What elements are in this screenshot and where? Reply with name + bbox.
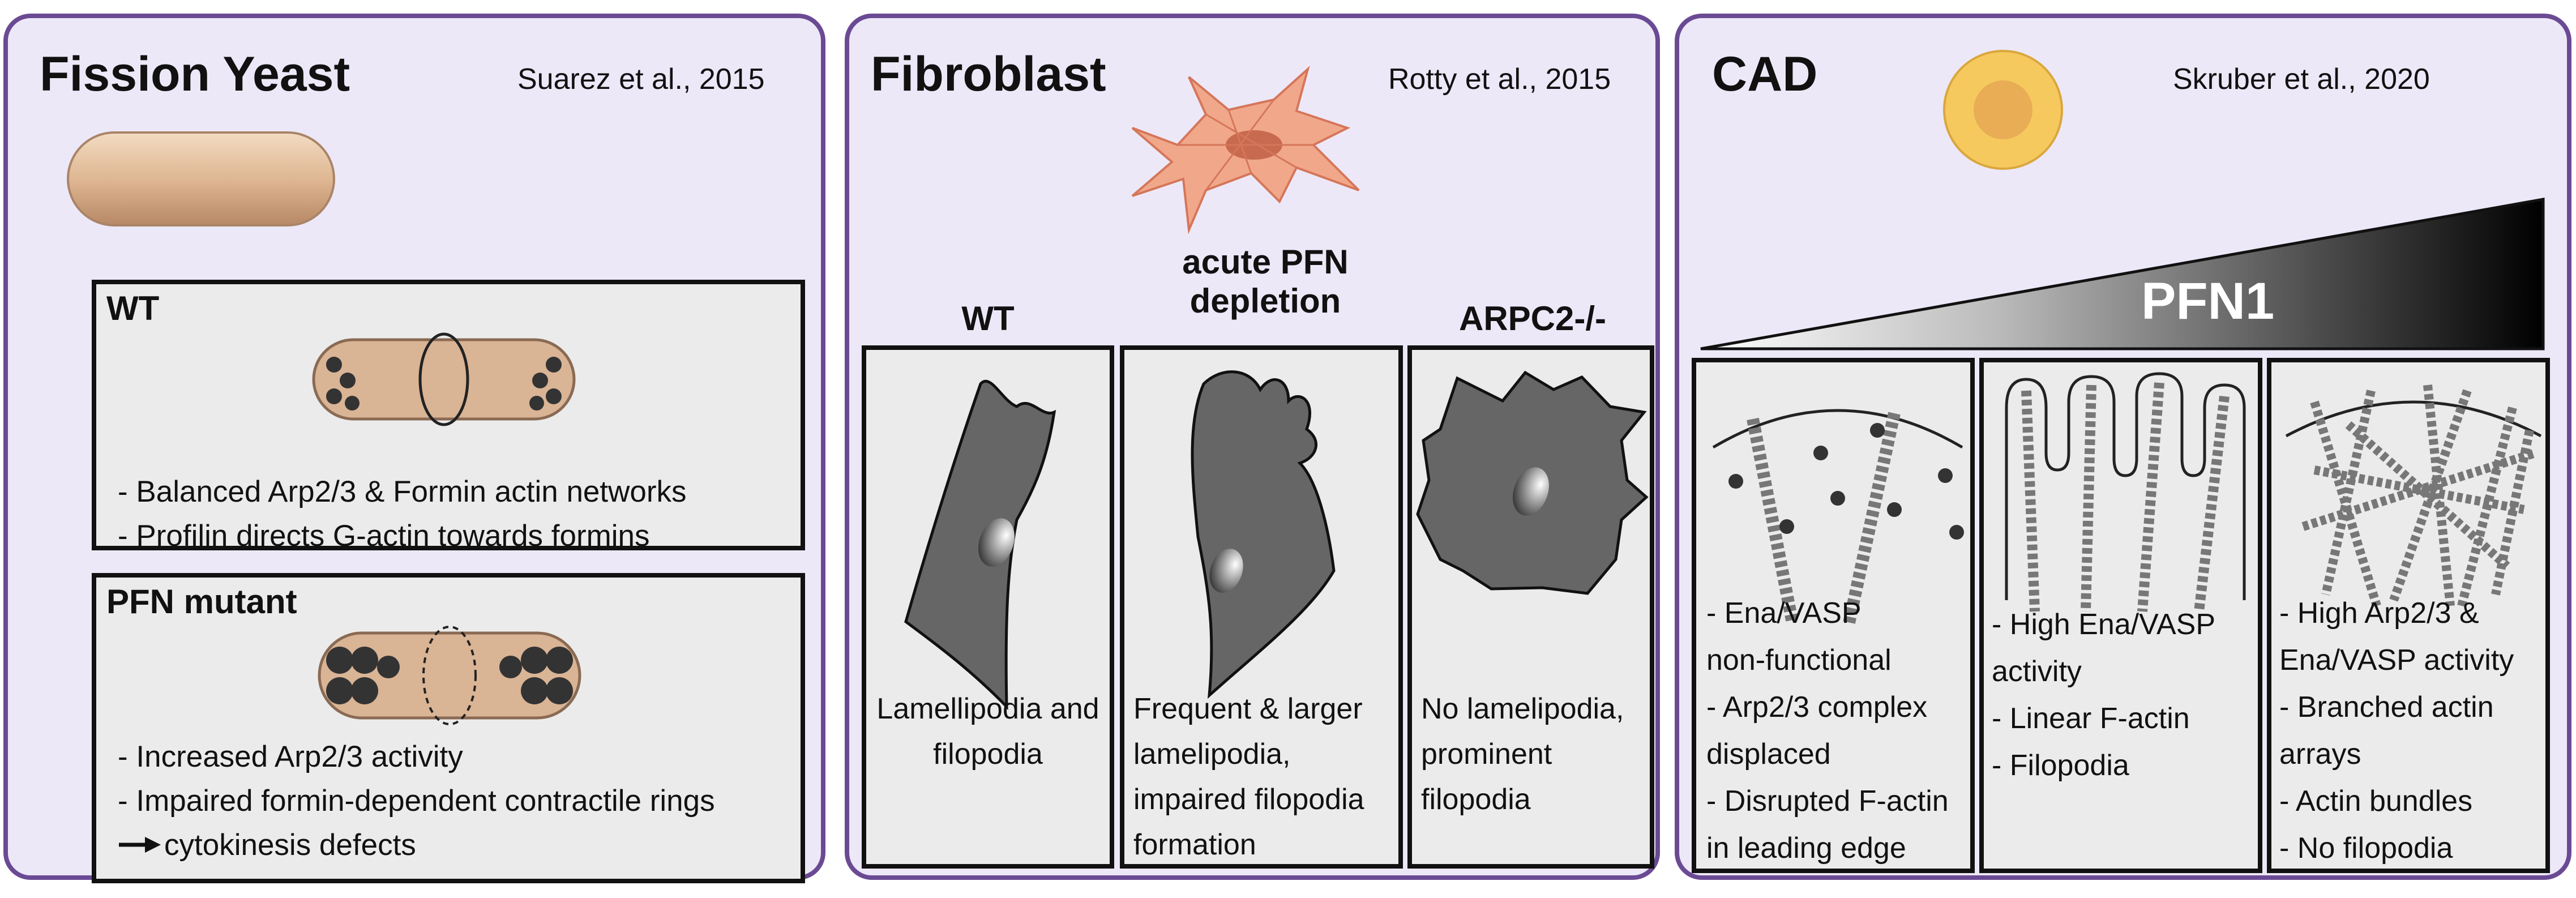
cad-col3-line-2: Ena/VASP activity [2279,644,2514,677]
yeast-title: Fission Yeast [40,47,350,101]
cad-col1-box: - Ena/VASP non-functional - Arp2/3 compl… [1692,358,1975,873]
yeast-citation: Suarez et al., 2015 [517,63,765,96]
fibroblast-col1-caption: Lamellipodia and filopodia [876,692,1099,771]
cad-col2-text: - High Ena/VASP activity - Linear F-acti… [1992,601,2215,789]
yeast-wt-line-2: - Profilin directs G-actin towards formi… [118,519,650,553]
cad-col3-box: - High Arp2/3 & Ena/VASP activity - Bran… [2267,358,2550,873]
fibroblast-title: Fibroblast [871,47,1106,101]
cad-col3-line-6: - No filopodia [2279,832,2453,865]
cad-col2-box: - High Ena/VASP activity - Linear F-acti… [1979,358,2262,873]
yeast-wt-heading: WT [106,289,160,327]
cad-col3-line-3: - Branched actin [2279,691,2494,724]
pfn1-gradient-wedge [1700,198,2545,350]
cad-col1-line-3: - Arp2/3 complex [1706,691,1928,724]
cad-col1-line-1: - Ena/VASP [1706,597,1862,630]
yeast-mutant-cell-icon [318,626,581,725]
wt-fibroblast-shape [904,379,1056,711]
fibroblast-col1-heading: WT [961,300,1015,337]
cad-col1-line-4: displaced [1706,738,1831,771]
fibroblast-col3-box: No lamelipodia, prominent filopodia [1407,345,1654,869]
right-arrow-icon [119,837,161,853]
cad-col2-line-4: - Filopodia [1992,749,2129,782]
cad-col3-line-4: arrays [2279,738,2361,771]
cad-citation: Skruber et al., 2020 [2173,63,2430,96]
yeast-mutant-line-2: - Impaired formin-dependent contractile … [118,784,715,818]
yeast-cell-illustration [67,131,335,226]
cad-col1-text: - Ena/VASP non-functional - Arp2/3 compl… [1706,590,1949,872]
fibroblast-col2-box: Frequent & larger lamelipodia, impaired … [1120,345,1403,869]
cad-col1-line-6: in leading edge [1706,832,1906,865]
yeast-mutant-box: PFN mutant - Increased Arp2/3 activity -… [92,573,805,883]
fibroblast-col1-box: Lamellipodia and filopodia [862,345,1114,869]
fibroblast-citation: Rotty et al., 2015 [1388,63,1611,96]
arpc2-fibroblast-shape [1416,370,1649,595]
yeast-wt-cell-icon [312,332,576,426]
cad-col3-text: - High Arp2/3 & Ena/VASP activity - Bran… [2279,590,2514,872]
cad-col1-line-2: non-functional [1706,644,1892,677]
fission-yeast-panel: Fission Yeast Suarez et al., 2015 WT - B… [3,14,825,883]
cad-title: CAD [1712,47,1818,101]
cad-panel: CAD Skruber et al., 2020 PFN1 - Ena/VASP… [1675,14,2571,880]
cad-col3-line-1: - High Arp2/3 & [2279,597,2479,630]
fibroblast-col2-heading: acute PFN depletion [1182,243,1349,320]
cad-col3-line-5: - Actin bundles [2279,785,2473,818]
yeast-wt-line-1: - Balanced Arp2/3 & Formin actin network… [118,475,687,508]
cad-col2-filopodia-illustration [2005,372,2246,613]
fibroblast-col2-caption: Frequent & larger lamelipodia, impaired … [1133,692,1364,861]
yeast-wt-box: WT - Balanced Arp2/3 & Formin actin netw… [92,280,805,553]
fibroblast-col3-heading: ARPC2-/- [1458,300,1606,337]
cad-col2-line-3: - Linear F-actin [1992,702,2190,735]
yeast-mutant-heading: PFN mutant [106,583,297,621]
fibroblast-col3-caption: No lamelipodia, prominent filopodia [1421,692,1624,816]
yeast-mutant-line-3: cytokinesis defects [164,828,416,862]
cad-cell-illustration [1943,50,2063,170]
pfn1-label: PFN1 [2141,272,2275,330]
yeast-mutant-line-1: - Increased Arp2/3 activity [118,740,463,773]
cad-col3-branched-actin-illustration [2285,384,2542,608]
cad-col1-actin-illustration [1712,409,1964,625]
cad-col1-line-5: - Disrupted F-actin [1706,785,1949,818]
cad-col2-line-2: activity [1992,655,2082,688]
pfn-depleted-fibroblast-shape [1191,370,1336,699]
cad-col2-line-1: - High Ena/VASP [1992,608,2216,641]
fibroblast-cell-illustration [1131,65,1360,234]
fibroblast-panel: Fibroblast Rotty et al., 2015 WT acute P… [845,14,1660,880]
